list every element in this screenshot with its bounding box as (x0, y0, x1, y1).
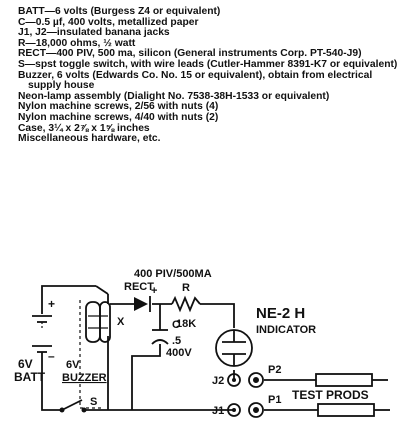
wire-battery-plus (41, 285, 96, 314)
capacitor-plate-bottom (151, 339, 169, 345)
plug-p1 (248, 402, 264, 418)
wire-cap-to-ground (131, 348, 161, 410)
jack-j2-outer (227, 373, 241, 387)
battery-plus-label: + (48, 297, 55, 311)
buzzer-voltage-label: 6V (66, 359, 80, 371)
lamp-label: NE-2 H (256, 305, 305, 322)
parts-list-item: RECT—400 PIV, 500 ma, silicon (General i… (18, 48, 362, 60)
neon-lamp-symbol (215, 329, 253, 367)
battery-minus-label: – (48, 349, 55, 363)
rectifier-triangle (134, 297, 148, 311)
buzzer-contact-arm (95, 285, 109, 295)
probe-p2-label: P2 (268, 364, 281, 376)
plug-p2 (248, 372, 264, 388)
parts-list: BATT—6 volts (Burgess Z4 or equivalent) … (18, 6, 398, 145)
plug-p1-outer (248, 402, 264, 418)
jack-j2-inner (232, 378, 236, 382)
test-prods-label: TEST PRODS (292, 388, 369, 402)
plug-p2-inner (253, 377, 259, 383)
buzzer-coil-left (85, 301, 101, 343)
rectifier-rating-label: 400 PIV/500MA (134, 268, 212, 280)
plug-p2-outer (248, 372, 264, 388)
rectifier-plus-label: + (151, 285, 157, 297)
jack-j2 (227, 373, 241, 387)
lamp-sublabel: INDICATOR (256, 324, 316, 336)
parts-list-item: Neon-lamp assembly (Dialight No. 7538-38… (18, 90, 330, 102)
plug-p1-inner (253, 407, 259, 413)
wire-battery-minus (41, 352, 60, 411)
resistor-value-label: 18K (176, 318, 196, 330)
parts-list-item: Miscellaneous hardware, etc. (18, 133, 161, 145)
battery-voltage-label: 6V (18, 357, 33, 371)
parts-list-item: S—spst toggle switch, with wire leads (C… (18, 58, 398, 70)
buzzer-symbol (79, 300, 111, 409)
buzzer-coil-right (99, 301, 111, 343)
battery-symbol (32, 315, 52, 353)
parts-list-item: Nylon machine screws, 2/56 with nuts (4) (18, 101, 219, 113)
battery-label: BATT (14, 370, 46, 384)
wire-resistor-to-lamp (200, 303, 235, 328)
buzzer-contact-label: X (117, 316, 125, 328)
buzzer-label: BUZZER (62, 372, 107, 384)
capacitor-symbol (151, 329, 169, 345)
capacitor-voltage-label: 400V (166, 347, 192, 359)
jack-j1-label: J1 (212, 405, 224, 417)
circuit-schematic: + 6V BATT – X 6V BUZZER S 400 PIV/500MA (14, 268, 390, 418)
switch-symbol (59, 399, 87, 413)
test-prod-p1 (317, 403, 375, 417)
parts-list-item: BATT—6 volts (Burgess Z4 or equivalent) (18, 6, 221, 17)
test-prod-p2 (315, 373, 373, 387)
switch-throw (81, 407, 87, 413)
rectifier-label: RECT (124, 281, 154, 293)
resistor-label: R (182, 282, 190, 294)
parts-list-item: Case, 3¼ x 2⅞ x 1⅝ inches (18, 122, 150, 134)
jack-j2-label: J2 (212, 375, 224, 387)
parts-list-item: Nylon machine screws, 4/40 with nuts (2) (18, 111, 219, 123)
jack-j1-inner (232, 408, 236, 412)
resistor-symbol (171, 295, 201, 313)
parts-list-item: Buzzer, 6 volts (Edwards Co. No. 15 or e… (18, 69, 373, 92)
capacitor-value-label: .5 (172, 335, 181, 347)
switch-blade (61, 399, 83, 411)
rectifier-symbol (134, 296, 151, 312)
parts-list-item: R—18,000 ohms, ½ watt (18, 37, 136, 49)
parts-list-item: J1, J2—insulated banana jacks (18, 27, 170, 39)
jack-j1 (227, 403, 241, 417)
jack-j1-outer (227, 403, 241, 417)
probe-p1-label: P1 (268, 394, 281, 406)
capacitor-label: C (172, 319, 180, 331)
parts-list-item: C—0.5 µf, 400 volts, metallized paper (18, 16, 199, 28)
switch-label: S (90, 396, 97, 408)
